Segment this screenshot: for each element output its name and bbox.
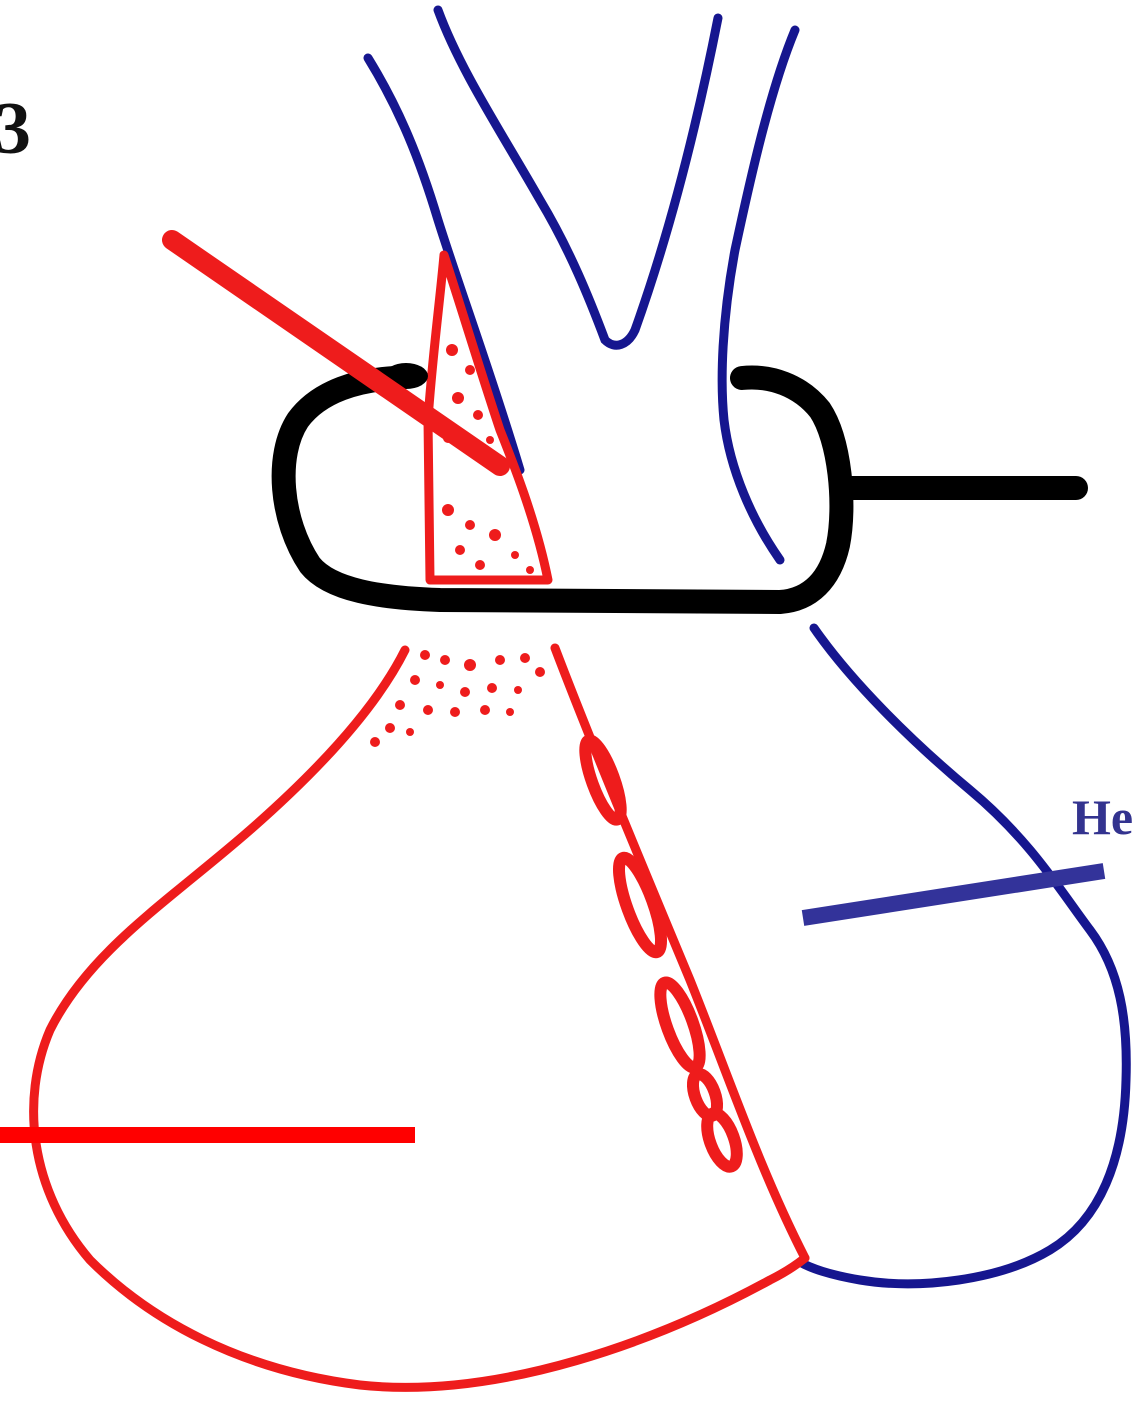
red-link-chain: [578, 737, 743, 1171]
black-ring-band: [284, 377, 842, 602]
blue-structure-outline: [800, 628, 1126, 1284]
blue-right-limb-outer: [722, 30, 795, 560]
blue-v-notch: [438, 10, 718, 345]
panel-number: 3: [0, 92, 31, 166]
chain-link: [701, 1110, 743, 1171]
right-edge-label: He: [1072, 792, 1133, 842]
